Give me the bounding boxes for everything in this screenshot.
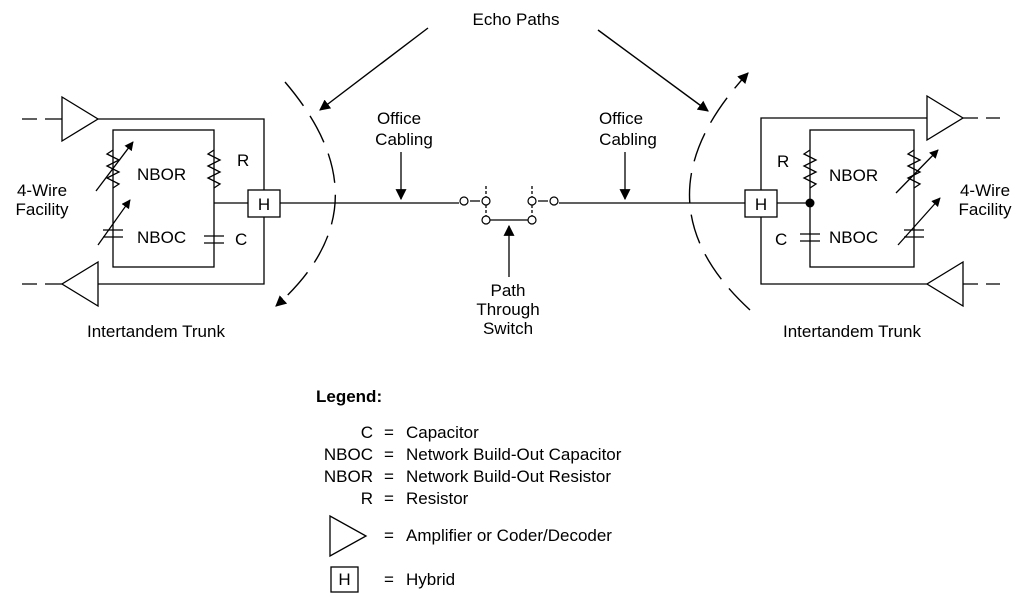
right-echo-path-arc xyxy=(688,72,751,311)
right-trunk: H NBOR NBOC R C 4-Wire Facility Intertan… xyxy=(744,94,1012,341)
switch-contact-6 xyxy=(527,215,537,225)
switch-contact-5 xyxy=(481,215,491,225)
left-trunk: H NBOR NBOC R C 4-Wire Facility Intertan… xyxy=(16,95,281,341)
legend-key: C xyxy=(361,423,373,442)
right-resistor-nbor xyxy=(906,149,922,189)
legend-title: Legend: xyxy=(316,387,382,406)
right-hybrid-label: H xyxy=(755,195,767,214)
left-top-amplifier-icon xyxy=(61,95,100,143)
switch-contact-4 xyxy=(549,196,559,206)
legend-hybrid-eq: = xyxy=(384,570,394,589)
left-network-box xyxy=(112,129,215,268)
left-office-cabling-label-2: Cabling xyxy=(375,130,433,149)
left-bottom-wire xyxy=(98,217,265,285)
left-nbor-label: NBOR xyxy=(137,165,186,184)
legend-hybrid-icon xyxy=(330,566,359,593)
switch-dashed-legs xyxy=(485,186,533,216)
switch-contact-2 xyxy=(481,196,491,206)
right-nbor-label: NBOR xyxy=(829,166,878,185)
left-facility-label-1: 4-Wire xyxy=(17,181,67,200)
left-trunk-label: Intertandem Trunk xyxy=(87,322,225,341)
legend-hybrid-desc: Hybrid xyxy=(406,570,455,589)
legend-key: R xyxy=(361,489,373,508)
right-junction-dot xyxy=(805,198,815,208)
right-hybrid-icon xyxy=(744,189,778,218)
legend-eq: = xyxy=(384,445,394,464)
right-capacitor-c xyxy=(800,233,820,242)
left-office-cabling-label-1: Office xyxy=(377,109,421,128)
right-trunk-label: Intertandem Trunk xyxy=(783,322,921,341)
left-hybrid-label: H xyxy=(258,195,270,214)
echo-paths: Echo Paths xyxy=(275,10,751,311)
right-office-cabling-label-2: Cabling xyxy=(599,130,657,149)
path-label-3: Switch xyxy=(483,319,533,338)
left-c-label: C xyxy=(235,230,247,249)
left-r-label: R xyxy=(237,151,249,170)
right-c-label: C xyxy=(775,230,787,249)
right-office-cabling-label-1: Office xyxy=(599,109,643,128)
right-r-label: R xyxy=(777,152,789,171)
left-nbor-variable-arrow xyxy=(95,141,134,192)
legend-eq: = xyxy=(384,467,394,486)
right-echo-pointer-arrow xyxy=(597,29,709,112)
right-resistor-r xyxy=(802,149,818,189)
left-nboc-label: NBOC xyxy=(137,228,186,247)
legend-key: NBOR xyxy=(324,467,373,486)
legend: Legend: C = Capacitor NBOC = Network Bui… xyxy=(316,387,622,593)
switch-contact-3 xyxy=(527,196,537,206)
left-echo-pointer-arrow xyxy=(319,27,429,111)
right-nboc-label: NBOC xyxy=(829,228,878,247)
switch-contact-1 xyxy=(459,196,469,206)
legend-amplifier-desc: Amplifier or Coder/Decoder xyxy=(406,526,612,545)
right-capacitor-nboc xyxy=(904,229,924,238)
path-label-2: Through xyxy=(476,300,539,319)
legend-eq: = xyxy=(384,423,394,442)
right-top-wire xyxy=(760,117,927,190)
legend-hybrid-symbol: H xyxy=(338,570,350,589)
right-facility-label-1: 4-Wire xyxy=(960,181,1010,200)
left-top-wire xyxy=(98,118,265,190)
left-nboc-variable-arrow xyxy=(97,199,131,246)
left-hybrid-icon xyxy=(247,189,281,218)
right-nbor-variable-arrow xyxy=(895,149,939,194)
legend-amplifier-eq: = xyxy=(384,526,394,545)
legend-amplifier-icon xyxy=(329,514,368,558)
switch-path: Office Cabling Office Cabling Path Throu… xyxy=(280,109,747,338)
left-facility-label-2: Facility xyxy=(16,200,69,219)
legend-eq: = xyxy=(384,489,394,508)
right-bottom-amplifier-icon xyxy=(925,260,964,308)
path-label-1: Path xyxy=(491,281,526,300)
right-bottom-wire xyxy=(760,217,927,285)
right-top-amplifier-icon xyxy=(926,94,965,142)
right-nboc-variable-arrow xyxy=(897,197,941,246)
legend-desc: Resistor xyxy=(406,489,469,508)
left-bottom-amplifier-icon xyxy=(60,260,99,308)
echo-paths-label: Echo Paths xyxy=(473,10,560,29)
legend-desc: Capacitor xyxy=(406,423,479,442)
legend-desc: Network Build-Out Capacitor xyxy=(406,445,622,464)
right-facility-label-2: Facility xyxy=(959,200,1012,219)
legend-desc: Network Build-Out Resistor xyxy=(406,467,611,486)
left-capacitor-c xyxy=(204,235,224,244)
left-resistor-r xyxy=(206,149,222,189)
legend-key: NBOC xyxy=(324,445,373,464)
left-echo-path-arc xyxy=(275,81,337,307)
left-capacitor-nboc xyxy=(103,229,123,238)
